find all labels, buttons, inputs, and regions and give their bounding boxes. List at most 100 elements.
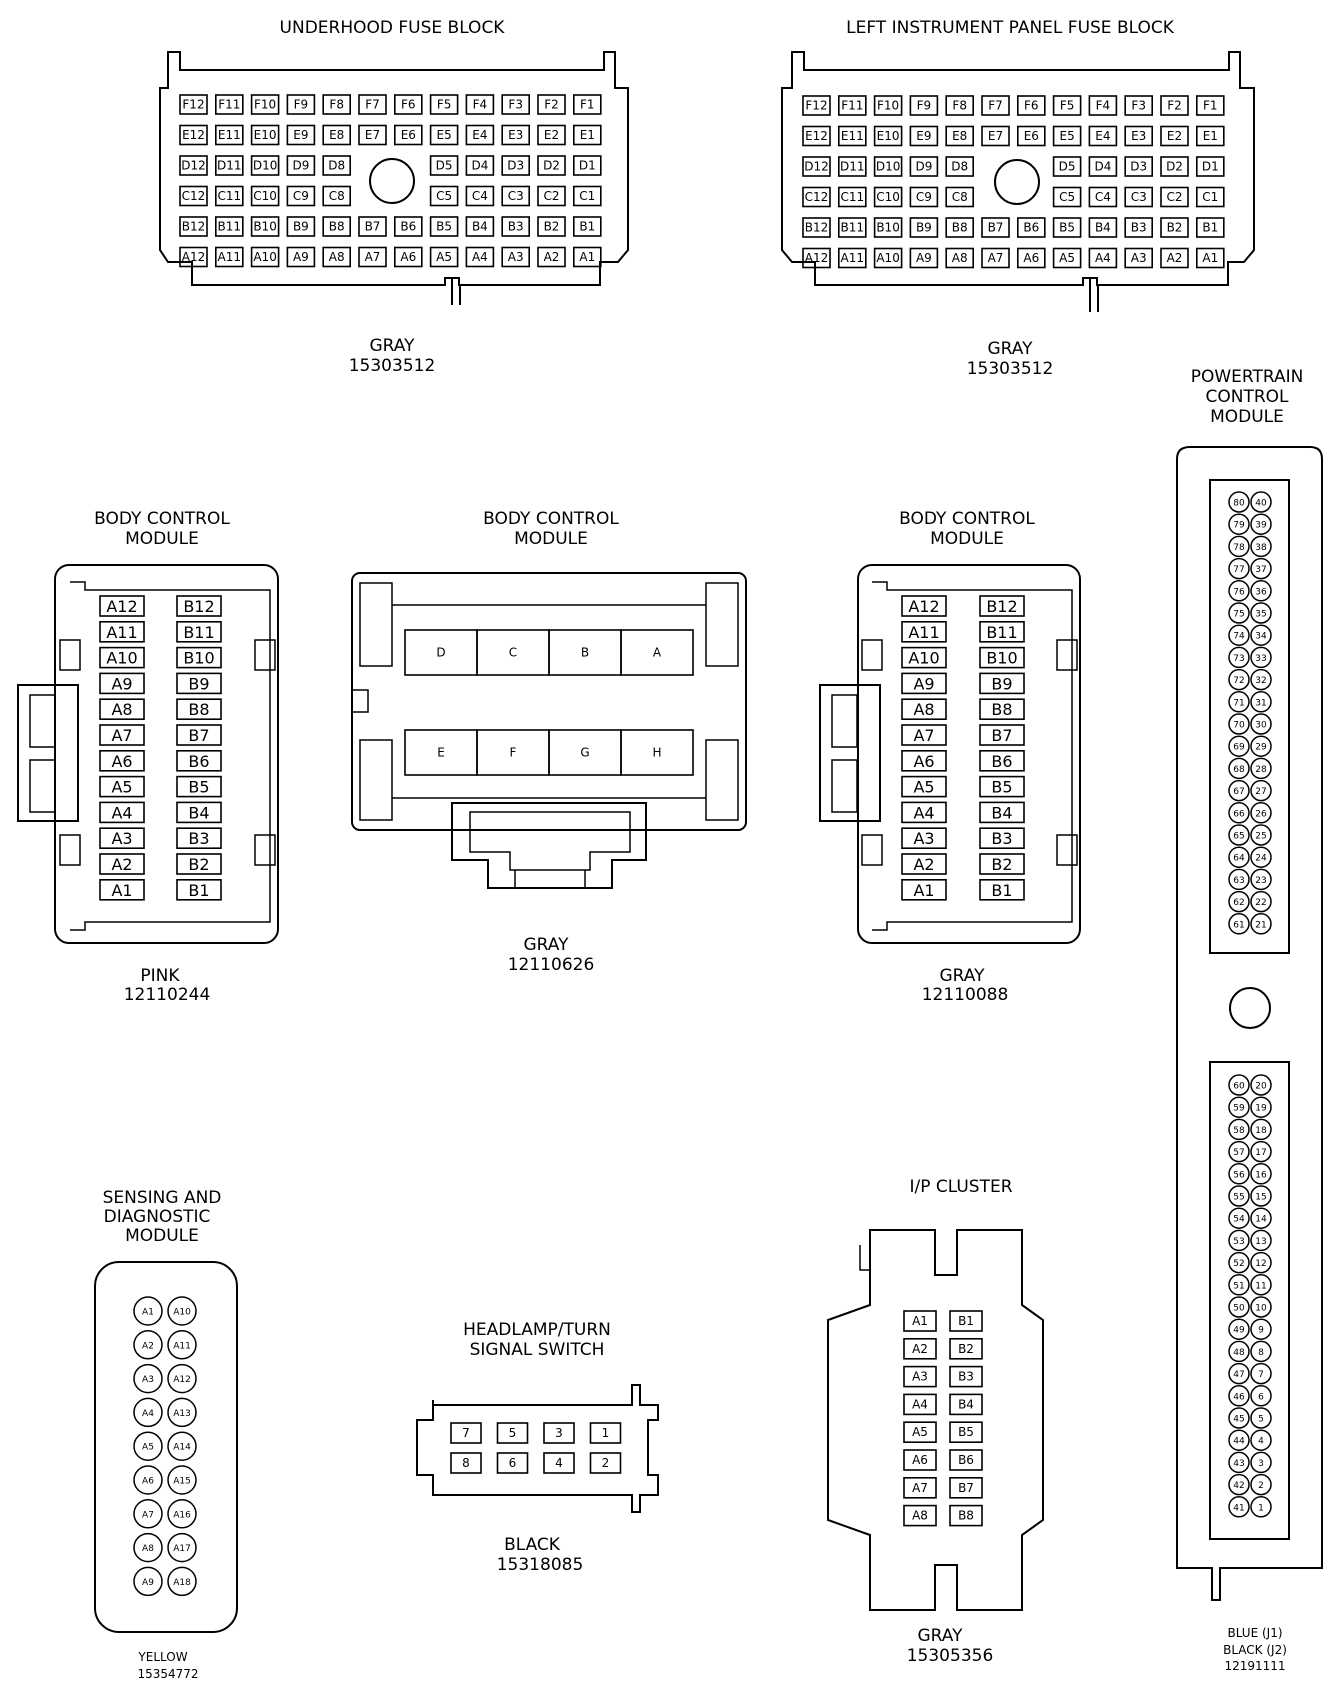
cavity-a4: A4 [99,801,145,824]
bcm-pink-title-line1: BODY CONTROL [94,509,230,529]
cavity-label: D1 [579,159,596,173]
pcm-part-number: 12191111 [1224,1659,1285,1673]
bcm-pink-color: PINK [140,966,180,986]
pin-label: A5 [142,1443,154,1453]
cavity-label: A6 [1023,251,1039,265]
pin-outline [1228,1096,1250,1118]
cavity-outline [429,124,459,146]
cavity-outline [901,853,947,875]
cavity-label: D3 [1130,160,1147,174]
pin-outline [1228,1407,1250,1429]
cavity-a4: A4 [903,1393,937,1416]
cavity-2: 2 [589,1452,622,1474]
pin-label: 15 [1255,1193,1266,1203]
cavity-a9: A9 [909,247,939,269]
cavity-a12: A12 [901,595,947,617]
cavity-outline [945,95,975,116]
cavity-b8: B8 [176,698,222,721]
cavity-outline [949,1449,983,1471]
pin-label: 16 [1255,1170,1267,1180]
cavity-label: F11 [218,98,240,112]
pin-label: 72 [1233,676,1244,686]
cavity-label: C8 [329,189,345,203]
pin-19: 19 [1250,1096,1272,1118]
pin-label: 40 [1255,499,1267,509]
cavity-label: D10 [876,160,901,174]
cavity-outline [979,878,1025,901]
pin-label: A8 [142,1544,154,1554]
cavity-outline [909,217,939,238]
pin-outline [167,1296,197,1326]
pin-outline [1228,779,1250,802]
cavity-outline [903,1365,937,1388]
pin-34: 34 [1250,624,1272,646]
pin-13: 13 [1250,1229,1272,1252]
cavity-label: B11 [183,623,214,642]
cavity-5: 5 [496,1422,529,1444]
cavity-f2: F2 [537,94,566,115]
cavity-outline [1160,95,1189,116]
cavity-outline [572,216,602,237]
cavity-outline [99,878,145,901]
pin-label: 44 [1233,1437,1245,1447]
cavity-label: H [652,746,661,760]
cavity-d4: D4 [1088,156,1118,177]
cavity-b6: B6 [176,749,222,772]
cavity-outline [802,156,831,177]
cavity-outline [537,216,566,237]
bcm-pink-connector: BODY CONTROL MODULE A12A11A10A9A8A7A6A5A… [17,509,279,1005]
pin-outline [1228,691,1250,713]
pin-label: 23 [1255,876,1266,886]
pin-14: 14 [1250,1207,1272,1229]
cavity-b3: B3 [501,216,531,237]
cavity-outline [979,620,1025,643]
cavity-outline [250,94,280,115]
pin-label: A18 [173,1578,191,1588]
cavity-c4: C4 [1088,186,1118,208]
cavity-e12: E12 [802,125,831,147]
cavity-label: D4 [1094,160,1111,174]
cavity-outline [837,247,867,269]
pin-label: A11 [173,1341,191,1351]
cavity-label: A11 [106,623,137,642]
cavity-outline [979,749,1025,772]
cavity-e9: E9 [286,124,316,146]
cavity-label: F4 [1096,99,1111,113]
cavity-e: E [404,729,478,776]
cavity-outline [903,1449,937,1471]
sdm-title-line3: MODULE [125,1226,199,1246]
cavity-label: A2 [111,855,132,874]
cavity-e1: E1 [1196,125,1225,147]
cavity-label: F1 [1203,99,1218,113]
pin-label: 52 [1233,1259,1244,1269]
cavity-outline [981,95,1010,116]
pin-label: 65 [1233,832,1244,842]
cavity-a3: A3 [901,827,947,850]
pin-label: 41 [1233,1503,1244,1513]
pin-outline [133,1465,163,1495]
cavity-outline [99,775,145,798]
pin-a5: A5 [133,1431,163,1461]
cavity-label: A4 [472,250,488,264]
cavity-outline [501,155,531,176]
cavity-outline [572,155,602,176]
cavity-label: A6 [912,1453,928,1467]
pin-a15: A15 [167,1465,197,1495]
left-ip-fuse-block-part-number: 15303512 [967,359,1054,379]
pin-outline [1228,913,1250,935]
cavity-label: C4 [472,189,488,203]
cavity-label: E1 [1203,129,1218,143]
cavity-outline [429,246,459,268]
cavity-label: B10 [876,221,900,235]
cavity-outline [1124,247,1153,269]
cavity-outline [179,185,208,207]
pin-a18: A18 [167,1566,197,1597]
pin-label: A17 [173,1544,191,1554]
cavity-c9: C9 [909,186,939,208]
cavity-outline [450,1422,482,1444]
cavity-label: 8 [462,1456,470,1470]
cavity-label: E3 [1131,129,1146,143]
pin-a3: A3 [133,1363,163,1394]
pin-outline [1228,1251,1250,1274]
